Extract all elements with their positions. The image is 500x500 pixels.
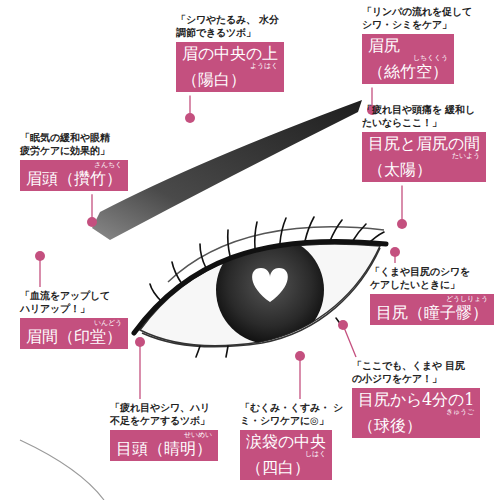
point-name-box: どうしりょう目尻（瞳子髎） [370, 294, 494, 325]
point-name-box: 涙袋の中央しはく（四白） [240, 430, 332, 480]
acupoint-callout: 「疲れ目や頭痛を 緩和したいならここ！」目尻と眉尻の間たいよう（太陽） [362, 104, 486, 182]
leader-line [299, 356, 300, 399]
box-row: 眉の中央の上ようはく（陽白） [176, 42, 284, 92]
furigana: せいめい [116, 432, 212, 439]
point-name: 目尻（瞳子髎） [376, 303, 488, 322]
callout-caption: 「リンパの流れを促して シワ・シミをケア」 [362, 6, 480, 31]
box-row: 涙袋の中央しはく（四白） [240, 430, 348, 480]
point-name: 目頭（睛明） [116, 439, 212, 458]
acupoint-callout: 「血流をアップして ハリアップ！」いんどう眉間（印堂） [20, 290, 128, 349]
face-contour [20, 440, 104, 500]
box-row: 目尻から4分の1きゅうご（球後） [352, 388, 480, 438]
acupoint-dot [87, 217, 97, 227]
furigana: たいよう [368, 153, 480, 160]
callout-caption: 「シワやたるみ、 水分調節できるツボ」 [176, 14, 284, 39]
acupoint-callout: 「シワやたるみ、 水分調節できるツボ」眉の中央の上ようはく（陽白） [176, 14, 284, 92]
acupoint-dot [397, 219, 407, 229]
point-name-box: さんちく眉頭（攢竹） [20, 160, 128, 191]
point-name: 涙袋の中央 [246, 432, 326, 451]
callout-caption: 「疲れ目やシワ、ハリ 不足をケアするツボ」 [110, 402, 218, 427]
point-name-box: 目尻と眉尻の間たいよう（太陽） [362, 132, 486, 182]
box-row: せいめい目頭（睛明） [110, 430, 218, 461]
furigana: さんちく [26, 162, 122, 169]
point-name: 眉間（印堂） [26, 327, 122, 346]
acupoint-dot [35, 251, 45, 261]
furigana: しちくくう [368, 55, 448, 62]
point-name: 眉尻 [368, 36, 448, 55]
callout-caption: 「疲れ目や頭痛を 緩和したいならここ！」 [362, 104, 480, 129]
furigana: しはく [246, 451, 326, 458]
heart-highlight [252, 268, 288, 302]
box-row: 眉尻しちくくう（絲竹空） [362, 34, 480, 84]
acupoint-callout: 「くまや目尻のシワを ケアしたいときに」どうしりょう目尻（瞳子髎） [370, 266, 494, 325]
point-name: 目尻から4分の1 [358, 390, 474, 409]
leader-line [401, 185, 402, 224]
acupoint-callout: 「眠気の緩和や眼精 疲労ケアに効果的」さんちく眉頭（攢竹） [20, 132, 128, 191]
callout-caption: 「ここでも、くまや 目尻の小ジワをケア！」 [352, 360, 470, 385]
furigana: どうしりょう [376, 296, 488, 303]
eyelashes [150, 217, 384, 357]
acupoint-dot [295, 351, 305, 361]
point-name: 眉の中央の上 [182, 44, 278, 63]
leader-line [343, 325, 356, 357]
point-name-box: いんどう眉間（印堂） [20, 318, 128, 349]
point-name: （絲竹空） [368, 62, 448, 81]
furigana: きゅうご [358, 409, 474, 416]
point-name: （四白） [246, 458, 326, 477]
point-name: （太陽） [368, 160, 480, 179]
box-row: さんちく眉頭（攢竹） [20, 160, 128, 191]
point-name: （陽白） [182, 70, 278, 89]
point-name-box: 目尻から4分の1きゅうご（球後） [352, 388, 480, 438]
callout-caption: 「眠気の緩和や眼精 疲労ケアに効果的」 [20, 132, 118, 157]
upper-lid [134, 241, 386, 333]
acupoint-dot [390, 247, 400, 257]
leader-line [139, 342, 140, 399]
lower-lid [142, 248, 380, 347]
acupoint-callout: 「リンパの流れを促して シワ・シミをケア」眉尻しちくくう（絲竹空） [362, 6, 480, 84]
acupoint-dot [338, 320, 348, 330]
iris [216, 236, 324, 344]
acupoint-dot [185, 113, 195, 123]
callout-caption: 「くまや目尻のシワを ケアしたいときに」 [370, 266, 478, 291]
acupoint-callout: 「疲れ目やシワ、ハリ 不足をケアするツボ」せいめい目頭（睛明） [110, 402, 218, 461]
point-name: 眉頭（攢竹） [26, 169, 122, 188]
acupoint-callout: 「むくみ・くすみ・ シミ・シワケアに◎」涙袋の中央しはく（四白） [240, 402, 348, 480]
box-row: 目尻と眉尻の間たいよう（太陽） [362, 132, 486, 182]
box-row: いんどう眉間（印堂） [20, 318, 128, 349]
furigana: ようはく [182, 63, 278, 70]
acupoint-dot [135, 337, 145, 347]
point-name-box: 眉尻しちくくう（絲竹空） [362, 34, 454, 84]
point-name: （球後） [358, 416, 474, 435]
eyebrow [92, 100, 362, 240]
callout-caption: 「血流をアップして ハリアップ！」 [20, 290, 118, 315]
point-name: 目尻と眉尻の間 [368, 134, 480, 153]
furigana: いんどう [26, 320, 122, 327]
acupoint-callout: 「ここでも、くまや 目尻の小ジワをケア！」目尻から4分の1きゅうご（球後） [352, 360, 480, 438]
box-row: どうしりょう目尻（瞳子髎） [370, 294, 494, 325]
callout-caption: 「むくみ・くすみ・ シミ・シワケアに◎」 [240, 402, 348, 427]
point-name-box: せいめい目頭（睛明） [110, 430, 218, 461]
point-name-box: 眉の中央の上ようはく（陽白） [176, 42, 284, 92]
